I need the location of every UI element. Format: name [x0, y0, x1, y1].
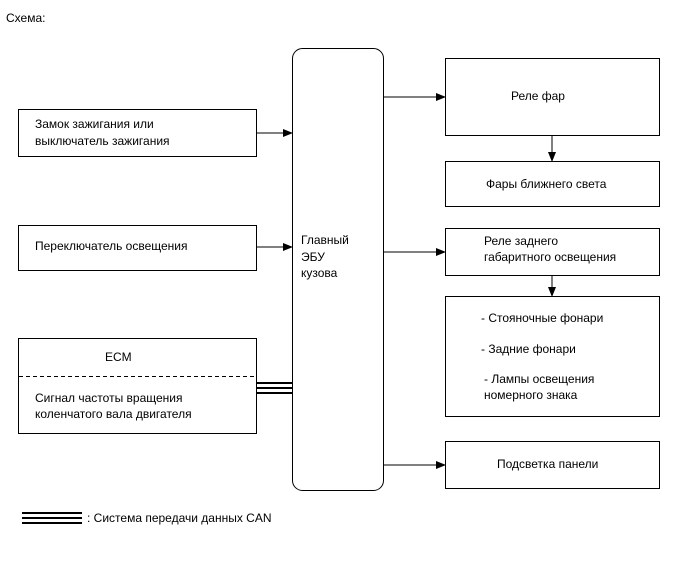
- lamp-tail: - Задние фонари: [481, 342, 576, 356]
- main-body-ecu-line2: ЭБУ: [301, 250, 325, 264]
- main-body-ecu-box: [292, 48, 384, 491]
- headlight-relay-label: Реле фар: [511, 89, 565, 103]
- tail-relay-line2: габаритного освещения: [484, 250, 617, 264]
- ecm-box: [18, 338, 257, 434]
- legend-can-symbol: [22, 512, 82, 524]
- ignition-label-line2: выключатель зажигания: [35, 134, 170, 148]
- lamp-parking: - Стояночные фонари: [481, 311, 604, 325]
- main-body-ecu-line1: Главный: [301, 233, 349, 247]
- lamp-license-line2: номерного знака: [484, 388, 578, 402]
- legend-label: : Система передачи данных CAN: [87, 511, 272, 525]
- low-beam-label: Фары ближнего света: [486, 177, 607, 191]
- light-switch-box: [18, 225, 257, 271]
- ecm-title: ECM: [105, 350, 132, 364]
- ecm-signal-line1: Сигнал частоты вращения: [35, 391, 183, 405]
- ignition-box: [18, 109, 257, 157]
- main-body-ecu-line3: кузова: [301, 266, 338, 280]
- ignition-label-line1: Замок зажигания или: [35, 117, 154, 131]
- diagram-heading: Схема:: [6, 11, 46, 25]
- tail-relay-line1: Реле заднего: [484, 234, 559, 248]
- panel-light-label: Подсветка панели: [497, 457, 599, 471]
- can-bus-line: [257, 382, 292, 394]
- light-switch-label: Переключатель освещения: [35, 239, 188, 253]
- ecm-signal-line2: коленчатого вала двигателя: [35, 407, 192, 421]
- lamp-license-line1: - Лампы освещения: [484, 372, 595, 386]
